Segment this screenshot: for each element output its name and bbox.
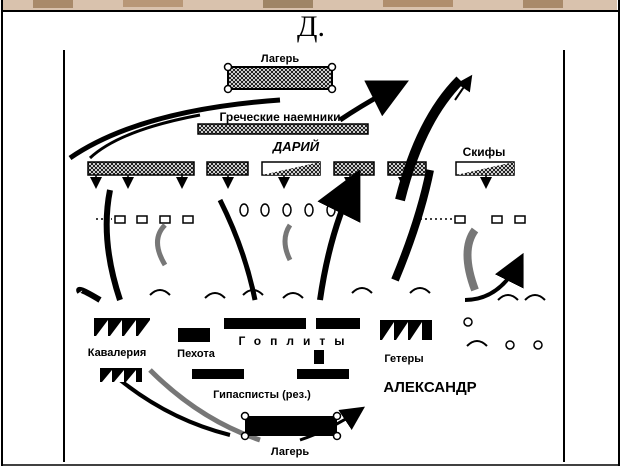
- greek-mercenaries-label: Греческие наемники: [220, 110, 341, 124]
- hetairoi-unit: [380, 320, 432, 340]
- greek-mercenaries-unit: [197, 123, 369, 135]
- cavalry-reserve: [100, 368, 142, 382]
- scythians-label: Скифы: [463, 145, 506, 159]
- hypaspists-unit: [192, 350, 349, 379]
- map-frame: [63, 50, 565, 462]
- section-letter: Д.: [297, 10, 325, 43]
- infantry-unit: [178, 328, 210, 342]
- alexander-label: АЛЕКСАНДР: [383, 379, 476, 396]
- macedonian-arcs: [149, 287, 546, 347]
- persian-line: [87, 161, 515, 189]
- hoplites-label: Гоплиты: [239, 334, 354, 348]
- movement-arrows: [68, 74, 524, 443]
- hypaspists-label: Гипасписты (рез.): [213, 389, 311, 401]
- hoplites-unit: [224, 318, 360, 329]
- cavalry-unit: [94, 318, 150, 336]
- darius-label: ДАРИЙ: [272, 138, 320, 154]
- previous-image-strip: [3, 0, 617, 10]
- persian-camp: [223, 62, 337, 94]
- skirmishers: [463, 317, 543, 350]
- macedonian-camp: [240, 411, 342, 441]
- cavalry-label: Кавалерия: [88, 347, 147, 359]
- infantry-label: Пехота: [177, 348, 216, 360]
- hetairoi-label: Гетеры: [384, 353, 423, 365]
- chariots-row: [96, 215, 526, 224]
- camp-bottom-label: Лагерь: [271, 446, 310, 458]
- camp-top-label: Лагерь: [261, 53, 300, 65]
